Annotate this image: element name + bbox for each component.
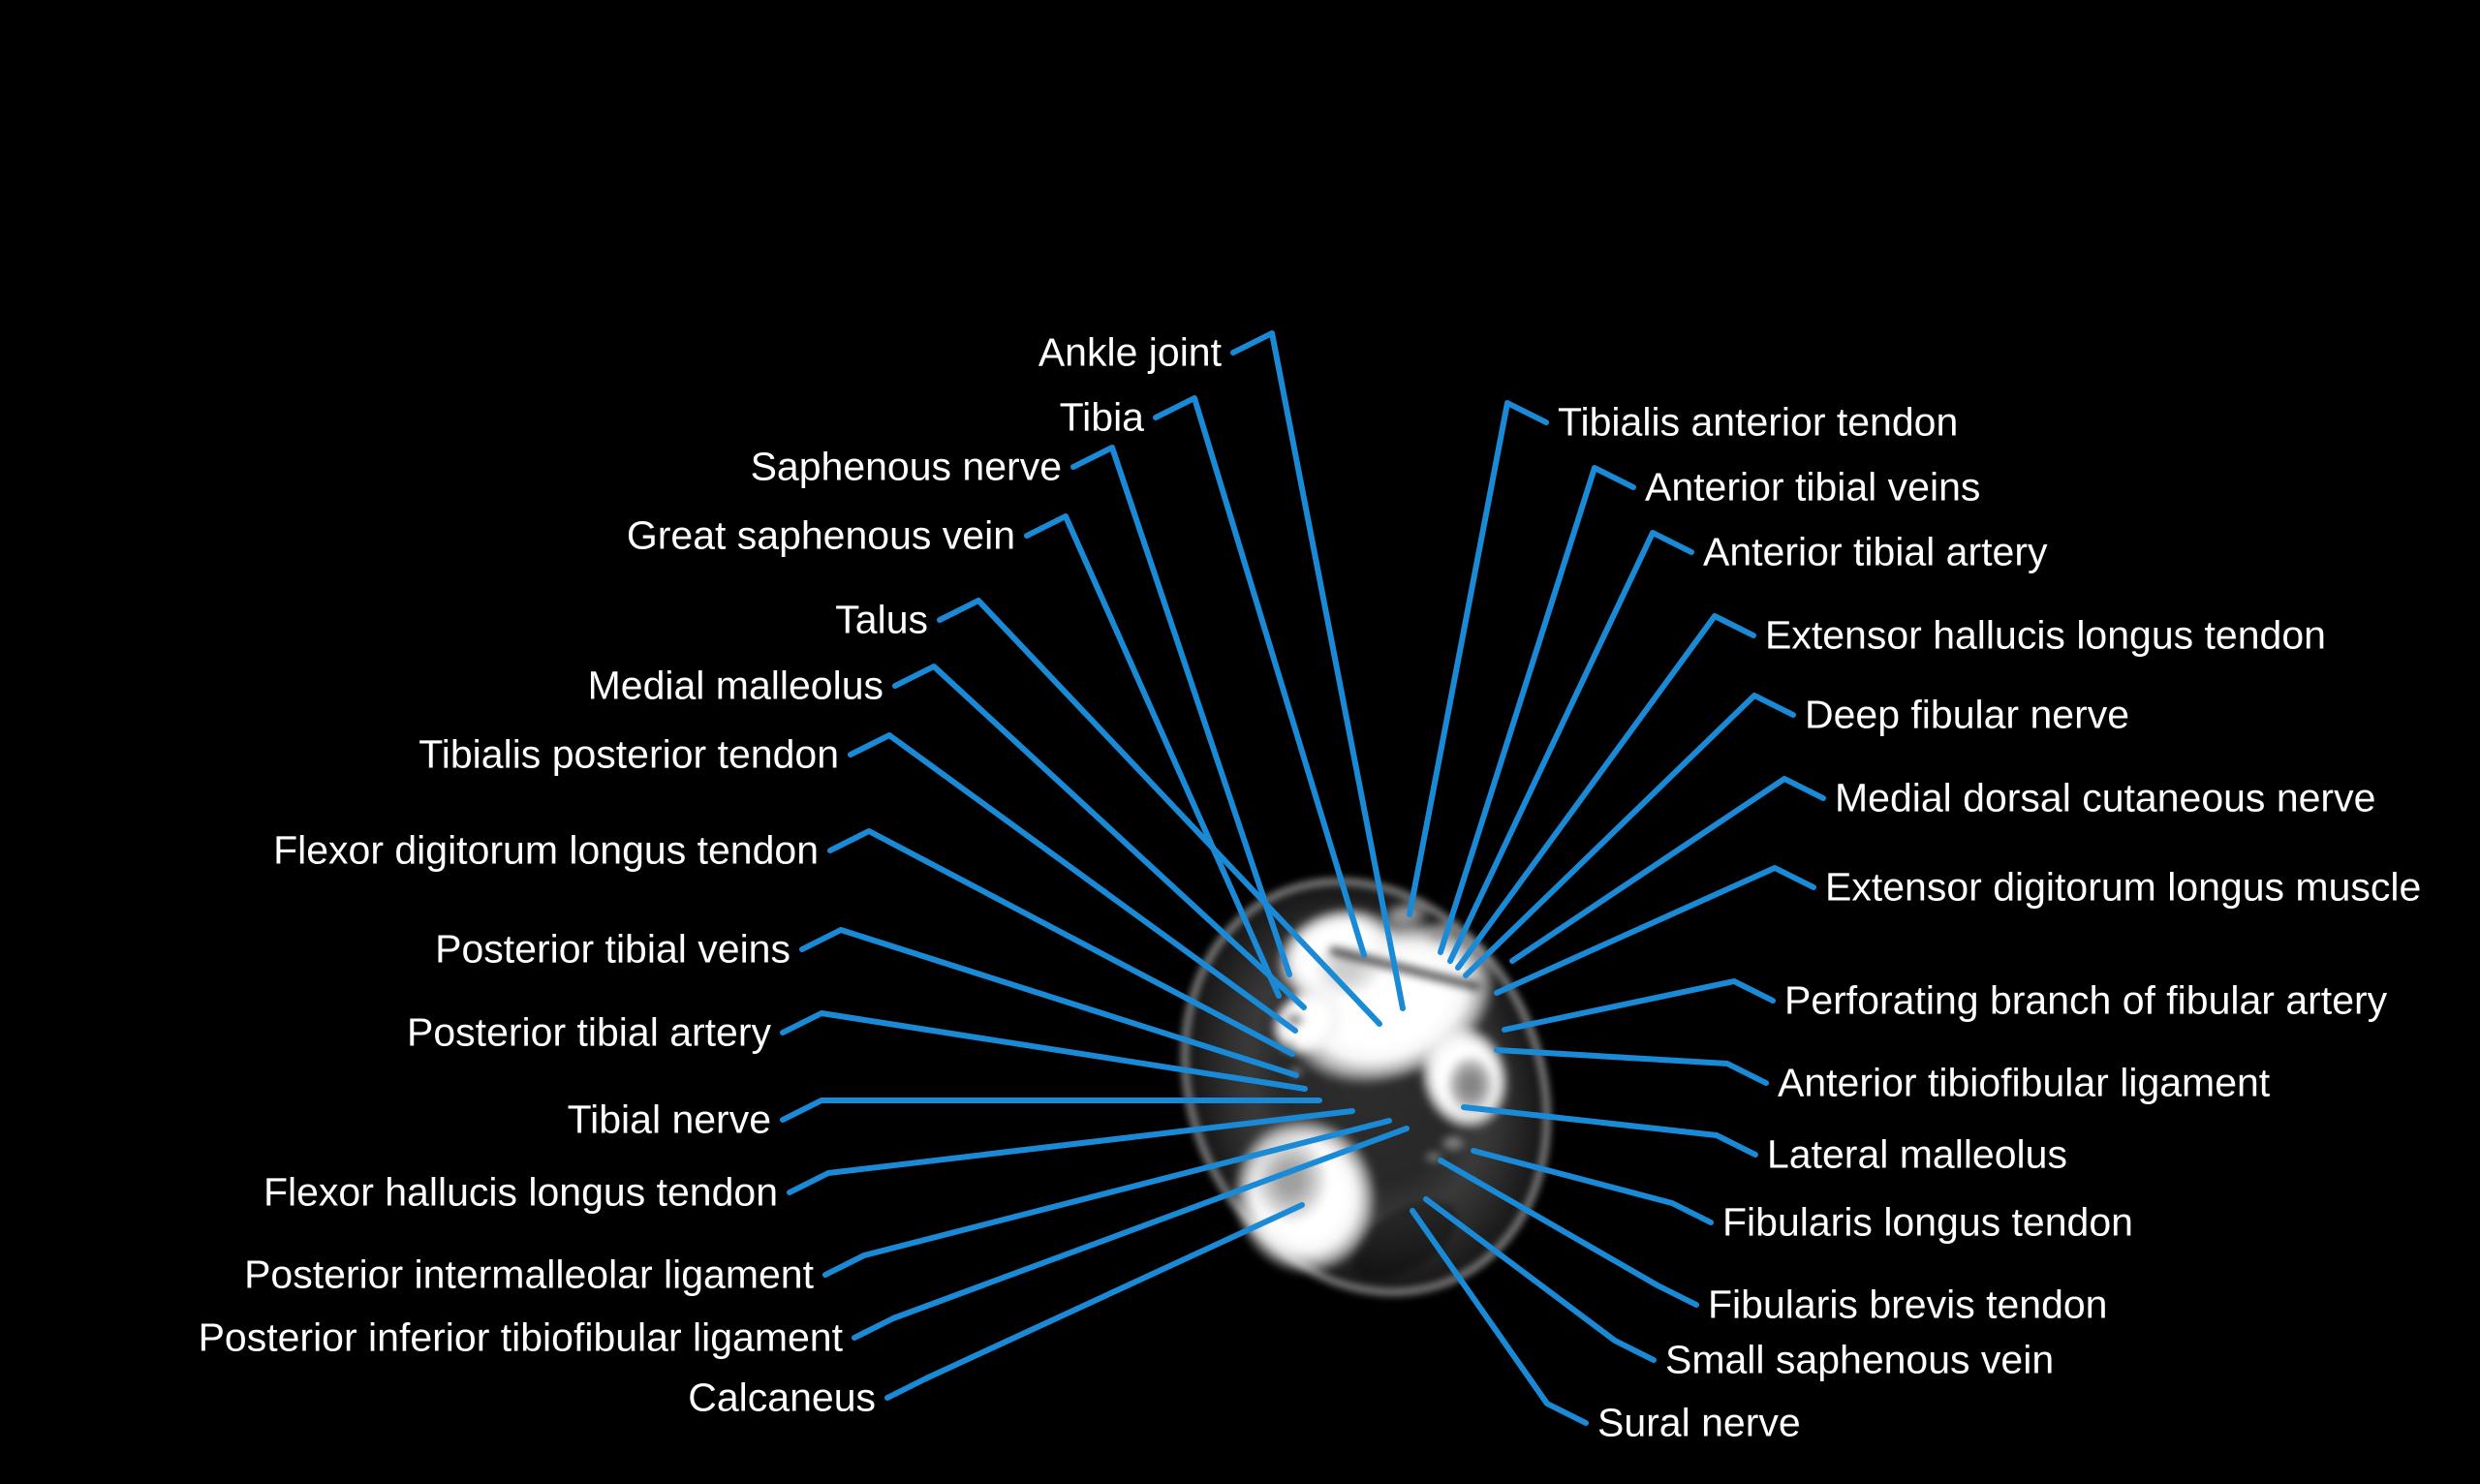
leader-line (1471, 1148, 1714, 1225)
leader-line (1438, 465, 1636, 955)
anatomy-label: Ankle joint (1038, 329, 1222, 375)
leader-line (1494, 865, 1816, 996)
leader-line (1407, 400, 1549, 917)
anatomy-label: Sural nerve (1597, 1400, 1801, 1445)
leader-line (780, 1010, 1308, 1092)
leader-line (787, 1108, 1355, 1195)
anatomy-label: Talus (835, 597, 928, 642)
anatomy-label: Posterior tibial artery (407, 1009, 771, 1055)
anatomy-label: Flexor digitorum longus tendon (273, 827, 819, 873)
leader-line (1153, 395, 1367, 958)
anatomy-label: Anterior tibiofibular ligament (1778, 1060, 2271, 1105)
anatomy-label: Extensor digitorum longus muscle (1825, 864, 2422, 910)
anatomy-label: Lateral malleolus (1767, 1131, 2067, 1177)
leader-line (827, 828, 1295, 1057)
anatomy-label: Tibialis anterior tendon (1558, 399, 1959, 445)
anatomy-label: Posterior inferior tibiofibular ligament (198, 1314, 843, 1360)
leader-line (892, 664, 1307, 1010)
anatomy-label: Small saphenous vein (1665, 1337, 2055, 1382)
anatomy-label: Fibularis brevis tendon (1708, 1282, 2108, 1327)
anatomy-label: Anterior tibial veins (1645, 464, 1981, 510)
leader-line (1230, 330, 1406, 1011)
leader-line (822, 1118, 1392, 1278)
leader-line (1070, 445, 1292, 977)
anatomy-label: Tibialis posterior tendon (418, 731, 839, 777)
anatomy-label: Tibia (1059, 394, 1144, 440)
anatomy-label: Great saphenous vein (626, 512, 1015, 558)
leader-line (1461, 1104, 1758, 1158)
anatomy-label: Tibial nerve (567, 1097, 771, 1142)
leader-line (1410, 1208, 1589, 1426)
fibularis-tendon-blob (1439, 1133, 1468, 1153)
anatomy-label: Deep fibular nerve (1805, 692, 2130, 737)
leader-line (1447, 530, 1694, 964)
anatomy-label: Extensor hallucis longus tendon (1765, 612, 2326, 658)
leader-line (884, 1202, 1305, 1401)
leader-line (1423, 1196, 1657, 1363)
anatomy-label: Medial dorsal cutaneous nerve (1835, 775, 2376, 820)
leader-line (1509, 776, 1826, 964)
anatomy-label: Flexor hallucis longus tendon (263, 1169, 778, 1215)
leader-line (1463, 693, 1796, 978)
anatomy-label: Medial malleolus (587, 663, 884, 708)
leader-line (1024, 513, 1282, 999)
anatomy-label: Posterior tibial veins (435, 926, 790, 972)
leader-line (1455, 613, 1756, 971)
leader-line (1494, 1047, 1769, 1086)
anatomy-label: Calcaneus (688, 1375, 876, 1420)
anatomy-label: Perforating branch of fibular artery (1784, 977, 2388, 1023)
leader-line (1438, 1158, 1699, 1308)
anatomy-label: Posterior intermalleolar ligament (244, 1252, 814, 1297)
anatomy-label: Fibularis longus tendon (1722, 1199, 2133, 1245)
leader-line (780, 1098, 1322, 1123)
leader-line (1502, 978, 1776, 1033)
leader-line (848, 732, 1298, 1034)
anatomy-label: Saphenous nerve (750, 444, 1062, 489)
leader-line (852, 1126, 1410, 1341)
leader-line (799, 927, 1299, 1078)
leader-line (937, 598, 1382, 1027)
anatomy-label: Anterior tibial artery (1703, 529, 2048, 574)
